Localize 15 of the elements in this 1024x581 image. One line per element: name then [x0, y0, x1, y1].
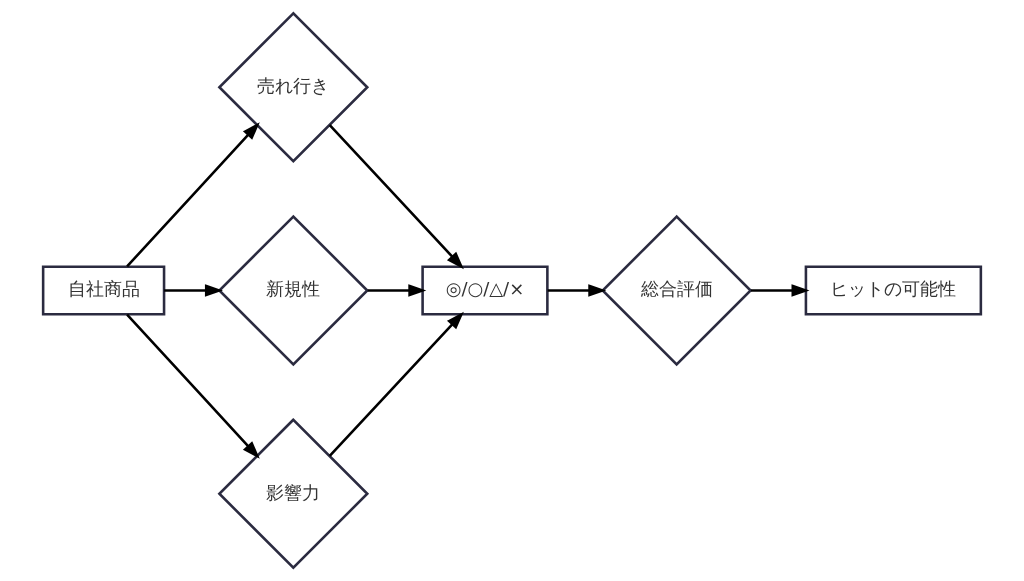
node-box: 自社商品: [41, 265, 166, 316]
arrow: [126, 313, 260, 459]
node-box: ◎/○/△/×: [421, 265, 549, 316]
node-diamond: 総合評価: [600, 214, 753, 367]
arrow: [367, 284, 427, 297]
node-box: ヒットの可能性: [804, 265, 983, 316]
node-diamond: 売れ行き: [217, 11, 370, 164]
arrow: [328, 124, 464, 270]
arrow: [328, 311, 464, 457]
arrow: [751, 284, 810, 297]
arrow: [164, 284, 223, 297]
node-diamond: 影響力: [217, 417, 370, 570]
arrow: [126, 122, 260, 268]
arrow: [547, 284, 607, 297]
node-diamond: 新規性: [217, 214, 370, 367]
